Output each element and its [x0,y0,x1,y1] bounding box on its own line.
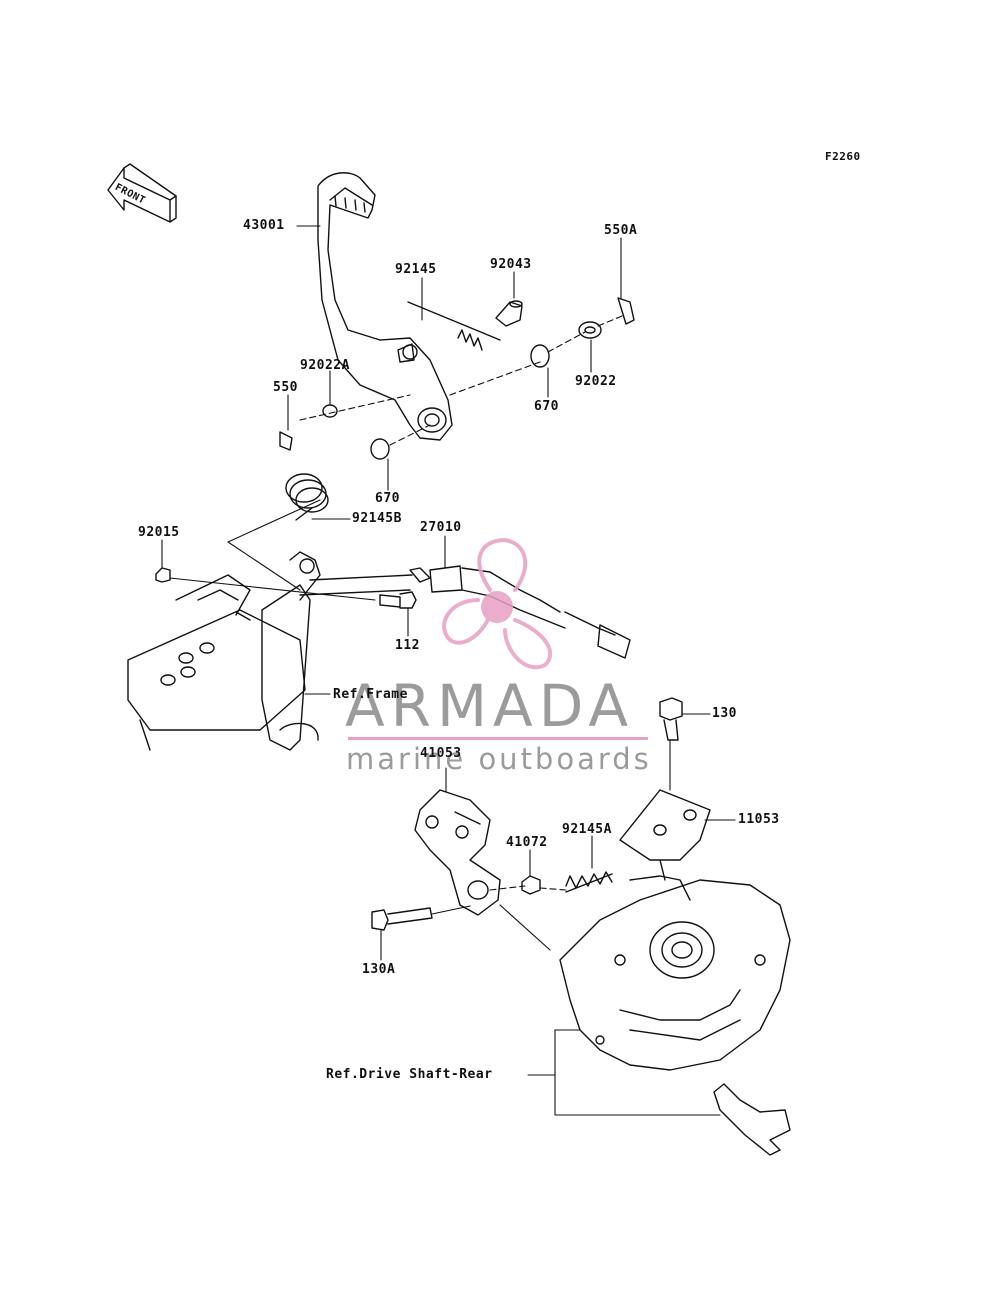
bolt-130-drawing [659,697,683,741]
return-spring-92145B-drawing [285,473,329,521]
brake-pedal-drawing [317,172,453,441]
bolt-130A-drawing [371,907,433,931]
label-92145A: 92145A [562,822,612,837]
label-27010: 27010 [420,520,462,535]
gear-case-drawing [559,875,791,1071]
label-112: 112 [395,638,420,653]
label-670-lower: 670 [375,491,400,506]
label-92022: 92022 [575,374,617,389]
label-550A: 550A [604,223,638,238]
nut-92015-drawing [155,567,171,583]
label-130: 130 [712,706,737,721]
watermark-divider [348,737,648,740]
label-670-upper: 670 [534,399,559,414]
spring-92145A-drawing [565,871,613,893]
label-92015: 92015 [138,525,180,540]
label-92043: 92043 [490,257,532,272]
label-41053: 41053 [420,746,462,761]
pin-92043-drawing [495,300,523,327]
label-11053: 11053 [738,812,780,827]
oring-670-lower-drawing [370,438,390,460]
bracket-11053-drawing [619,789,711,881]
label-43001: 43001 [243,218,285,233]
label-ref-drive-shaft: Ref.Drive Shaft-Rear [326,1067,493,1082]
cotter-pin-550-drawing [279,431,293,451]
leader-lines [161,225,736,1116]
frame-drawing [127,551,321,751]
drive-shaft-drawing [713,1083,791,1156]
propeller-watermark-icon [442,538,553,670]
washer-92022A-drawing [322,404,338,418]
cotter-pin-550A-drawing [617,297,635,325]
spring-92145-drawing [407,301,501,351]
label-41072: 41072 [506,835,548,850]
label-130A: 130A [362,962,396,977]
front-arrow-icon [107,163,177,223]
label-92022A: 92022A [300,358,350,373]
watermark-tagline: marine outboards [346,742,652,776]
label-ref-frame: Ref.Frame [333,687,408,702]
watermark-brand: ARMADA [345,672,635,740]
label-550: 550 [273,380,298,395]
washer-92022-drawing [578,321,602,339]
brake-switch-27010-drawing [299,565,631,659]
bolt-112-drawing [379,591,417,609]
label-92145: 92145 [395,262,437,277]
oring-670-upper-drawing [530,344,550,368]
nut-41072-drawing [521,875,541,895]
figure-code: F2260 [825,150,861,163]
lever-41053-drawing [414,789,501,916]
label-92145B: 92145B [352,511,402,526]
